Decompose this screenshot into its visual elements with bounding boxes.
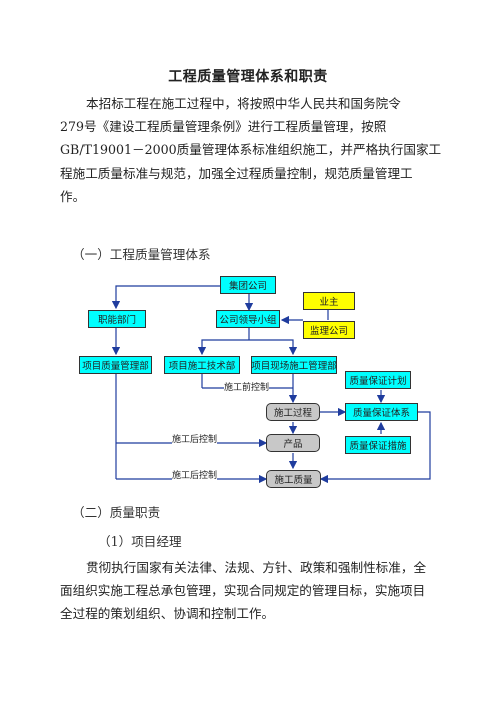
diagram-connectors [111,285,431,484]
intro-paragraph: 本招标工程在施工过程中，将按照中华人民共和国务院令 279号《建设工程质量管理条… [60,92,442,208]
node-construction-process: 施工过程 [266,403,320,421]
intro-line: 程施工质量标准与规范，加强全过程质量控制，规范质量管理工 [60,165,413,181]
node-qa-plan: 质量保证计划 [345,371,411,389]
node-product: 产品 [266,434,320,452]
intro-line: GB/T19001－2000质量管理体系标准组织施工，并严格执行国家工 [60,142,442,158]
document-title: 工程质量管理体系和职责 [168,69,328,85]
section-heading-duties: （二）质量职责 [72,505,161,520]
duty-paragraph: 贯彻执行国家有关法律、法规、方针、政策和强制性标准，全 面组织实施工程总承包管理… [60,556,438,626]
label-post-control-1: 施工后控制 [172,435,218,446]
node-qa-system: 质量保证体系 [345,403,418,421]
node-owner: 业主 [303,292,355,310]
duty-line: 面组织实施工程总承包管理，实现合同规定的管理目标，实施项目 [60,583,426,599]
label-pre-control: 施工前控制 [224,383,270,394]
node-construction-quality: 施工质量 [266,470,321,488]
node-site-dept: 项目现场施工管理部 [251,356,337,374]
node-group-company: 集团公司 [220,276,276,294]
node-qa-measures: 质量保证措施 [345,436,411,454]
subsection-heading-pm: （1）项目经理 [98,534,182,549]
node-quality-dept: 项目质量管理部 [79,356,152,374]
intro-line: 作。 [60,188,86,204]
duty-line: 全过程的策划组织、协调和控制工作。 [60,606,275,622]
node-functional-dept: 职能部门 [88,310,146,328]
node-tech-dept: 项目施工技术部 [164,356,240,374]
node-supervisor: 监理公司 [303,321,355,339]
section-heading-system: （一）工程质量管理体系 [72,247,211,262]
duty-line: 贯彻执行国家有关法律、法规、方针、政策和强制性标准，全 [86,560,427,575]
node-leadership-group: 公司领导小组 [216,310,280,328]
intro-line: 本招标工程在施工过程中，将按照中华人民共和国务院令 [86,96,401,111]
intro-line: 279号《建设工程质量管理条例》进行工程质量管理，按照 [60,119,387,135]
quality-system-diagram: 集团公司 业主 职能部门 公司领导小组 监理公司 项目质量管理部 项目施工技术部… [0,270,496,495]
label-post-control-2: 施工后控制 [172,471,218,482]
